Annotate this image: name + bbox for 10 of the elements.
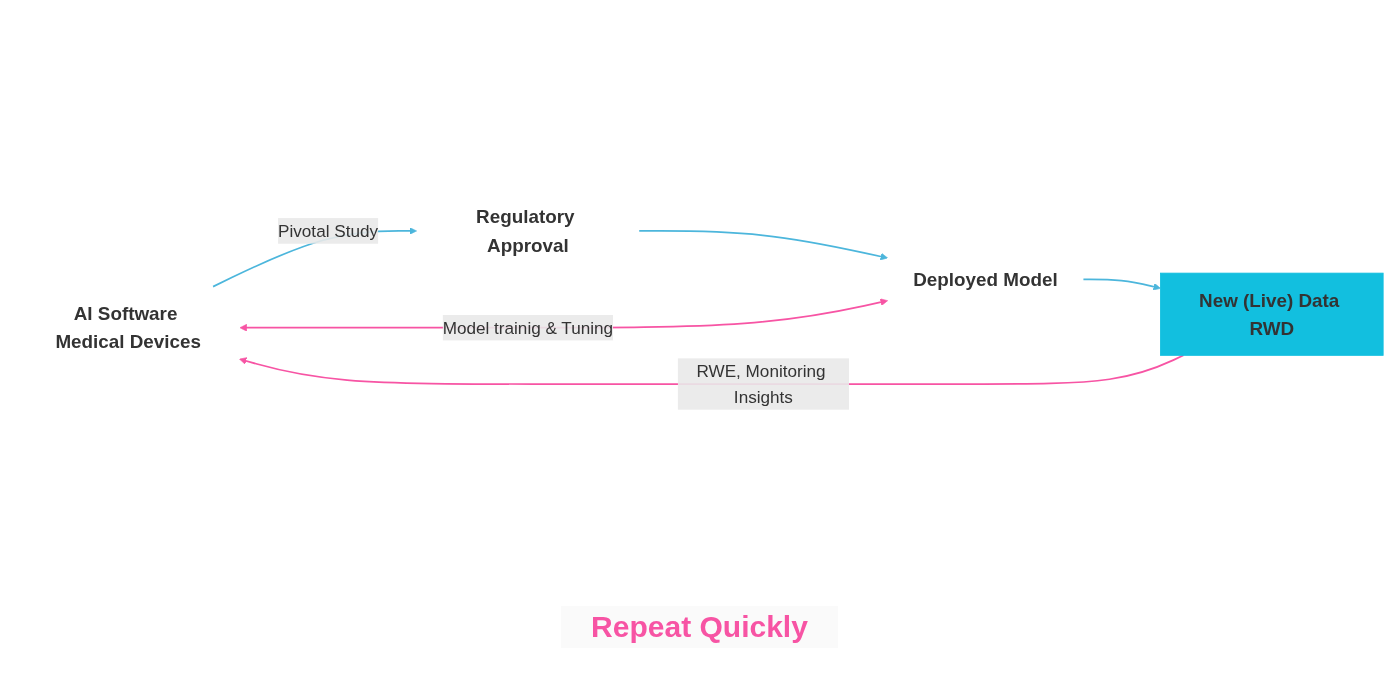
note-text: Repeat Quickly <box>561 606 838 648</box>
arrow <box>637 230 888 261</box>
arrow <box>1082 278 1161 291</box>
node-text: Regulatory Approval <box>475 206 574 256</box>
node-text: AI Software Medical Devices <box>54 303 201 353</box>
edge-label: Pivotal Study <box>277 221 378 241</box>
edge-label: RWE, Monitoring Insights <box>695 361 826 407</box>
node-text: Deployed Model <box>912 268 1058 291</box>
node-box: New (Live) Data RWD <box>1159 272 1384 356</box>
edge-label: Model trainig & Tuning <box>442 318 613 338</box>
